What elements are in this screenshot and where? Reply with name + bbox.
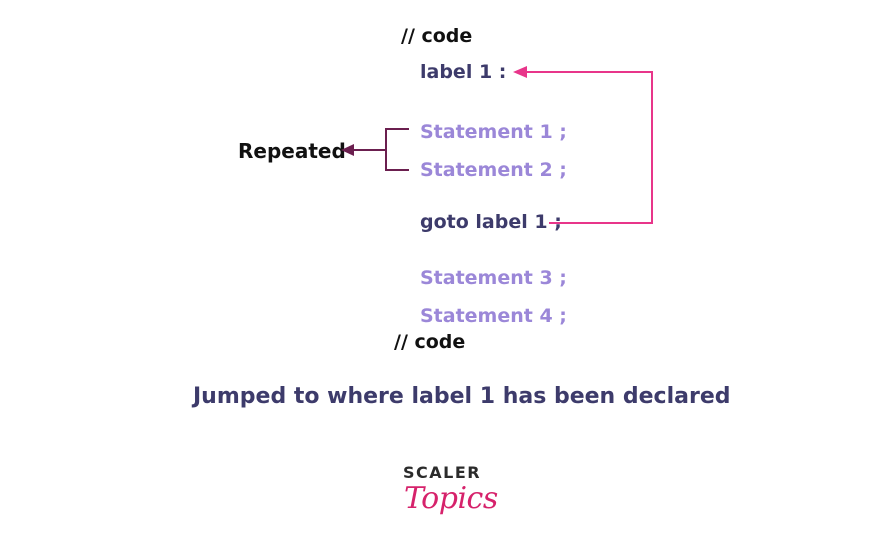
- repeat-arrowhead: [341, 144, 354, 156]
- caption: Jumped to where label 1 has been declare…: [193, 384, 731, 409]
- repeat-bracket: [385, 128, 409, 171]
- code-comment-top: // code: [401, 25, 473, 47]
- goto-statement: goto label 1 ;: [420, 211, 562, 233]
- code-comment-bottom: // code: [394, 331, 466, 353]
- statement-1: Statement 1 ;: [420, 121, 567, 143]
- logo-topics-text: Topics: [404, 481, 498, 516]
- statement-2: Statement 2 ;: [420, 159, 567, 181]
- statement-3: Statement 3 ;: [420, 267, 567, 289]
- label-declaration: label 1 :: [420, 61, 507, 83]
- goto-arrowhead: [513, 66, 527, 78]
- goto-loop-arrow: [527, 71, 653, 224]
- repeated-label: Repeated: [238, 139, 346, 163]
- statement-4: Statement 4 ;: [420, 305, 567, 327]
- logo-scaler-text: SCALER: [403, 463, 482, 482]
